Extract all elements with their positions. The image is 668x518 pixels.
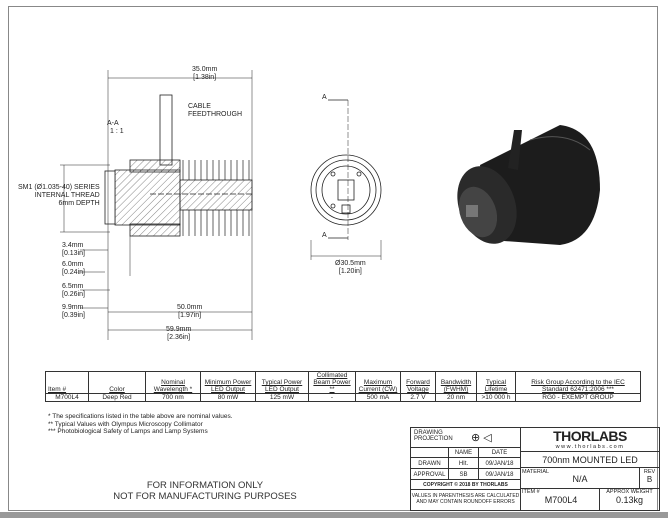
table-row: M700L4 Deep Red 700 nm 80 mW 125 mW - 50… — [45, 393, 641, 402]
material-label: MATERIAL — [522, 469, 550, 475]
header-cell: Item # — [45, 371, 89, 394]
dim-mm: 6.0mm — [62, 261, 84, 268]
header-cell: Bandwidth (FWHM) — [435, 371, 477, 394]
drawn-name: HIt. — [449, 458, 479, 469]
dim-mm: 59.9mm — [166, 326, 192, 333]
rev-value: B — [646, 475, 653, 484]
projection-label: DRAWING PROJECTION — [411, 428, 521, 448]
cell-current: 500 mA — [355, 393, 401, 402]
copyright: COPYRIGHT © 2018 BY THORLABS — [411, 480, 521, 490]
cell-risk-group: RG0 - EXEMPT GROUP — [515, 393, 641, 402]
section-mark-top: A — [322, 94, 327, 101]
dim-mm: 3.4mm — [62, 242, 84, 249]
cell-wavelength: 700 nm — [145, 393, 201, 402]
drawing-title: 700nm MOUNTED LED — [521, 452, 659, 468]
approval-label: APPROVAL — [411, 469, 449, 480]
page-shadow — [0, 512, 668, 518]
dim-6.0mm: 6.0mm[0.24in] — [62, 261, 85, 277]
website: www.thorlabs.com — [521, 444, 659, 452]
material-value: N/A — [572, 474, 588, 484]
cell-item: M700L4 — [45, 393, 89, 402]
section-scale: 1 : 1 — [110, 128, 124, 135]
dim-in: [1.97in] — [178, 312, 202, 319]
header-cell: Forward Voltage — [400, 371, 436, 394]
weight-label: APPROX WEIGHT — [606, 489, 653, 495]
thread-label: SM1 (Ø1.035-40) SERIES INTERNAL THREAD 6… — [18, 184, 100, 207]
title-block: DRAWING PROJECTION ⊕ ◁ NAME DATE DRAWN H… — [410, 427, 660, 511]
drawn-date: 09/JAN/18 — [479, 458, 521, 469]
dim-in: [0.24in] — [62, 269, 85, 276]
cell-collimated: - — [308, 393, 356, 402]
name-header: NAME — [449, 448, 479, 458]
item-label: ITEM # — [522, 489, 540, 495]
dim-in: [0.26in] — [62, 291, 85, 298]
header-cell: Minimum Power LED Output — [200, 371, 256, 394]
section-view — [60, 70, 253, 340]
footnote: ** Typical Values with Olympus Microscop… — [48, 420, 203, 428]
footnotes: * The specifications listed in the table… — [48, 413, 233, 436]
front-view — [310, 99, 382, 260]
item-value: M700L4 — [544, 495, 578, 505]
header-cell: Nominal Wavelength * — [145, 371, 201, 394]
rev-label: REV — [643, 469, 656, 475]
header-cell: Color — [88, 371, 146, 394]
weight-value: 0.13kg — [615, 495, 644, 505]
led-3d-render — [457, 125, 600, 245]
dim-mm: Ø30.5mm — [335, 260, 366, 267]
cell-voltage: 2.7 V — [400, 393, 436, 402]
dim-59.9mm: 59.9mm[2.36in] — [166, 326, 191, 342]
dim-6.5mm: 6.5mm[0.26in] — [62, 283, 85, 299]
disclaimer-line: NOT FOR MANUFACTURING PURPOSES — [113, 491, 297, 502]
heatsink-fins — [182, 160, 250, 236]
disclaimer-line: FOR INFORMATION ONLY — [146, 480, 264, 491]
sheet-border — [8, 6, 658, 511]
cell-color: Deep Red — [88, 393, 146, 402]
header-cell: Collimated Beam Power ** — [308, 371, 356, 394]
dim-mm: 35.0mm — [192, 66, 218, 73]
header-cell: Typical Lifetime — [476, 371, 516, 394]
drawn-label: DRAWN — [411, 458, 449, 469]
dim-9.9mm: 9.9mm[0.39in] — [62, 304, 85, 320]
spec-table: Item # Color Nominal Wavelength * Minimu… — [45, 371, 641, 402]
table-header-row: Item # Color Nominal Wavelength * Minimu… — [45, 371, 641, 394]
dim-in: [1.20in] — [338, 268, 362, 275]
disclaimer: FOR INFORMATION ONLY NOT FOR MANUFACTURI… — [95, 480, 315, 502]
dim-in: [2.36in] — [167, 334, 191, 341]
cable-feedthrough-label: CABLE FEEDTHROUGH — [188, 103, 243, 118]
header-cell: Typical Power LED Output — [255, 371, 309, 394]
section-title: A-A — [107, 120, 119, 127]
approval-name: SB — [449, 469, 479, 480]
dim-mm: 6.5mm — [62, 283, 84, 290]
blank-cell — [411, 448, 449, 458]
divider — [521, 488, 659, 489]
header-cell: Maximum Current (CW) — [355, 371, 401, 394]
dim-in: [0.39in] — [62, 312, 85, 319]
section-mark-bottom: A — [322, 232, 327, 239]
date-header: DATE — [479, 448, 521, 458]
cell-min-power: 80 mW — [200, 393, 256, 402]
projection-symbol-icon: ⊕ ◁ — [471, 432, 492, 444]
footnote: *** Photobiological Safety of Lamps and … — [48, 428, 208, 435]
dim-50mm: 50.0mm[1.97in] — [177, 304, 202, 320]
dim-35mm: 35.0mm[1.38in] — [192, 66, 217, 82]
dim-mm: 50.0mm — [177, 304, 203, 311]
dim-3.4mm: 3.4mm[0.13in] — [62, 242, 85, 258]
cell-lifetime: >10 000 h — [476, 393, 516, 402]
thorlabs-logo: THORLABS — [553, 428, 627, 444]
dim-mm: 9.9mm — [62, 304, 84, 311]
values-note: VALUES IN PARENTHESIS ARE CALCULATED AND… — [411, 490, 521, 510]
cell-typ-power: 125 mW — [255, 393, 309, 402]
cell-bandwidth: 20 nm — [435, 393, 477, 402]
footnote: * The specifications listed in the table… — [48, 413, 233, 420]
header-cell: Risk Group According to the IEC Standard… — [515, 371, 641, 394]
dim-in: [1.38in] — [193, 74, 217, 81]
dim-in: [0.13in] — [62, 250, 85, 257]
dim-diameter: Ø30.5mm[1.20in] — [335, 260, 366, 276]
approval-date: 09/JAN/18 — [479, 469, 521, 480]
